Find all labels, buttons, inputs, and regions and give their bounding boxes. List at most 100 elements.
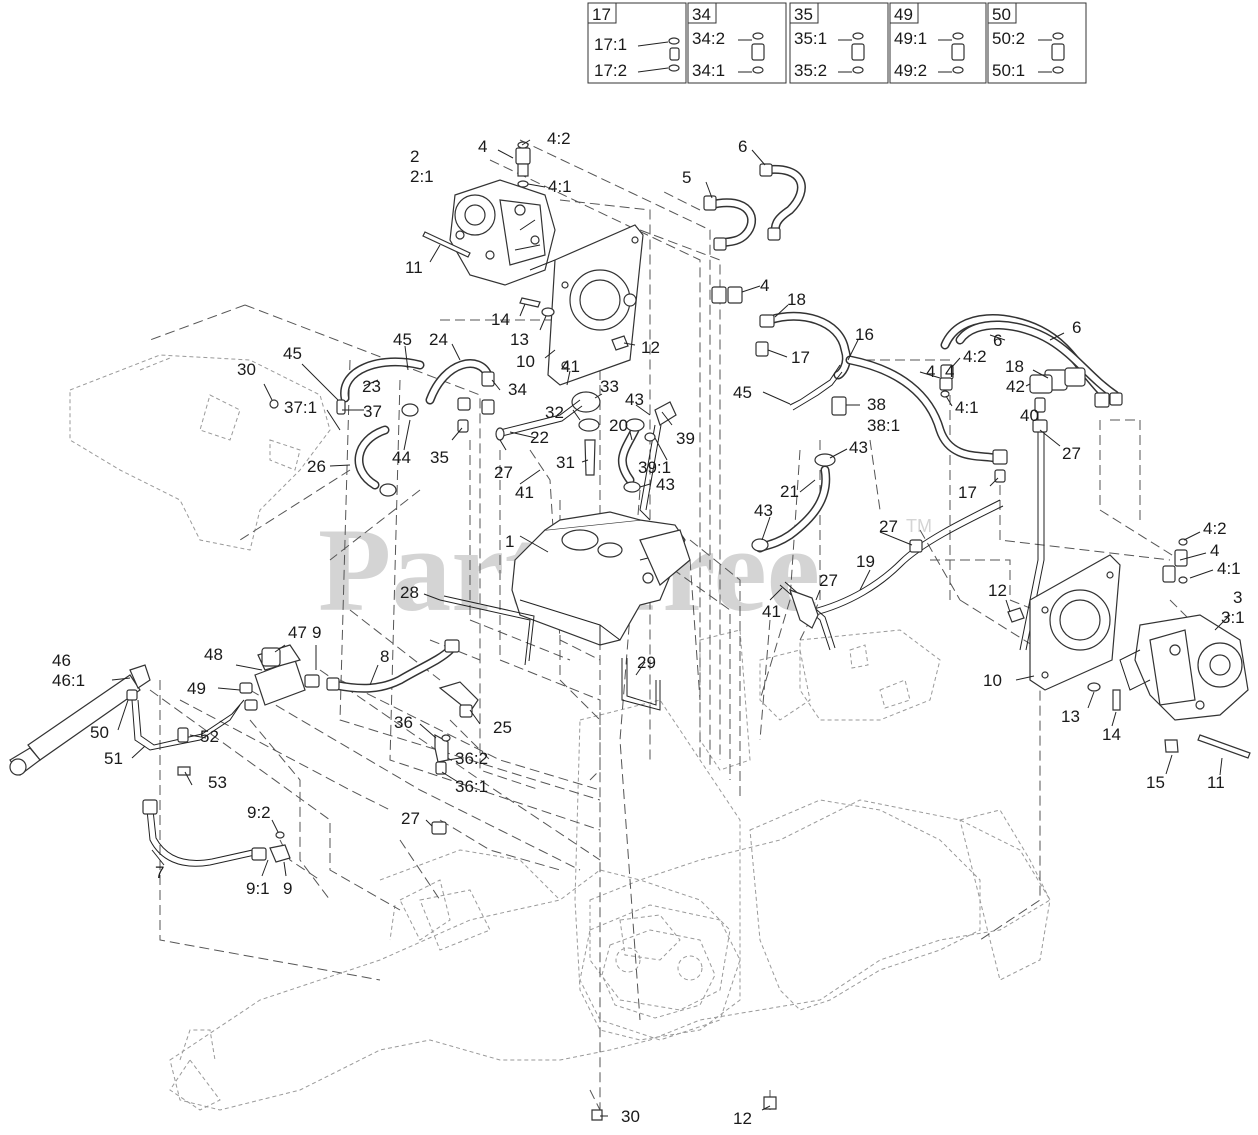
callout-label: 27 <box>1062 444 1081 463</box>
callout-label: 18 <box>787 290 806 309</box>
callout-label: 35 <box>430 448 449 467</box>
inset-id: 35 <box>794 5 813 24</box>
inset-id: 17 <box>592 5 611 24</box>
callout-label: 12 <box>988 581 1007 600</box>
callout-label: 3:1 <box>1221 608 1245 627</box>
callout-label: 39:1 <box>638 458 671 477</box>
bolt-14-left <box>519 297 541 308</box>
callout-label: 4:1 <box>955 398 979 417</box>
inset-row: 50:2 <box>992 29 1025 48</box>
callout-label: 46:1 <box>52 671 85 690</box>
fitting-4-right-upper <box>939 364 954 398</box>
callout-label: 13 <box>1061 707 1080 726</box>
callout-label: 29 <box>637 653 656 672</box>
callout-label: 31 <box>556 453 575 472</box>
valve-block-47 <box>239 644 320 711</box>
callout-label: 43 <box>625 390 644 409</box>
callout-label: 40 <box>1020 406 1039 425</box>
inset-id: 50 <box>992 5 1011 24</box>
inset-50: 50 50:2 50:1 <box>987 2 1087 84</box>
hose-5-6 <box>703 163 806 251</box>
callout-label: 10 <box>983 671 1002 690</box>
callout-label: 17 <box>791 348 810 367</box>
callout-label: 9 <box>312 623 321 642</box>
hose-6-right <box>940 314 1123 408</box>
callout-label: 4 <box>945 362 954 381</box>
chassis-frame-outline <box>69 354 1051 1111</box>
callout-labels: 2 2:1 4 4:2 4:1 6 5 11 14 13 10 12 18 4 … <box>52 129 1245 1128</box>
inset-row: 17:1 <box>594 35 627 54</box>
callout-label: 45 <box>393 330 412 349</box>
callout-label: 33 <box>600 377 619 396</box>
callout-label: 46 <box>52 651 71 670</box>
hose-7 <box>142 799 291 867</box>
callout-label: 10 <box>516 352 535 371</box>
callout-label: 36 <box>394 713 413 732</box>
callout-leaders <box>111 139 1231 1117</box>
callout-label: 4:2 <box>963 347 987 366</box>
callout-label: 14 <box>1102 725 1121 744</box>
callout-label: 6 <box>993 331 1002 350</box>
callout-label: 37 <box>363 402 382 421</box>
callout-label: 16 <box>855 325 874 344</box>
callout-label: 34 <box>508 380 527 399</box>
inset-id: 49 <box>894 5 913 24</box>
hose-8 <box>326 639 460 693</box>
seal-32 <box>578 418 600 432</box>
inset-row: 17:2 <box>594 61 627 80</box>
callout-label: 43 <box>656 475 675 494</box>
tube-29 <box>621 658 661 711</box>
callout-label: 13 <box>510 330 529 349</box>
pump-right <box>1119 614 1249 721</box>
cap-33 <box>571 391 601 413</box>
watermark-tm: TM <box>906 516 932 536</box>
callout-label: 27 <box>494 463 513 482</box>
callout-label: 25 <box>493 718 512 737</box>
callout-label: 14 <box>491 310 510 329</box>
callout-label: 9:2 <box>247 803 271 822</box>
callout-label: 51 <box>104 749 123 768</box>
callout-label: 43 <box>754 501 773 520</box>
fitting-4-middle <box>711 286 743 304</box>
callout-label: 11 <box>405 258 423 277</box>
bolt-14-right <box>1112 689 1121 711</box>
callout-label: 8 <box>380 647 389 666</box>
callout-label: 5 <box>682 168 691 187</box>
cylinder-46 <box>9 664 151 776</box>
inset-row: 35:1 <box>794 29 827 48</box>
callout-label: 4 <box>478 137 487 156</box>
callout-label: 2:1 <box>410 167 434 186</box>
callout-label: 36:1 <box>455 777 488 796</box>
line-27-mid <box>789 589 819 629</box>
callout-label: 32 <box>545 403 564 422</box>
callout-label: 39 <box>676 429 695 448</box>
hose-51 <box>126 689 245 776</box>
callout-label: 52 <box>200 727 219 746</box>
fittings-25-36 <box>434 681 479 775</box>
callout-label: 17 <box>958 483 977 502</box>
inset-keys: 17 17:1 17:2 34 34:2 34:1 35 35:1 35:2 <box>587 2 1087 84</box>
hose-16-18 <box>755 311 1008 483</box>
callout-label: 21 <box>780 482 799 501</box>
callout-label: 19 <box>856 552 875 571</box>
callout-label: 43 <box>849 438 868 457</box>
washer-13-left <box>541 307 555 317</box>
callout-label: 48 <box>204 645 223 664</box>
callout-label: 53 <box>208 773 227 792</box>
callout-label: 30 <box>621 1107 640 1126</box>
callout-label: 27 <box>819 571 838 590</box>
nut-12-left <box>611 335 629 351</box>
callout-label: 38 <box>867 395 886 414</box>
callout-label: 4:1 <box>1217 559 1241 578</box>
callout-label: 26 <box>307 457 326 476</box>
inset-row: 34:1 <box>692 61 725 80</box>
callout-label: 15 <box>1146 773 1165 792</box>
inset-49: 49 49:1 49:2 <box>889 2 987 84</box>
callout-label: 41 <box>515 483 534 502</box>
nut-15 <box>1164 739 1179 753</box>
transmission-assembly <box>579 904 741 1041</box>
callout-label: 41 <box>762 602 781 621</box>
callout-label: 45 <box>283 344 302 363</box>
callout-label: 50 <box>90 723 109 742</box>
